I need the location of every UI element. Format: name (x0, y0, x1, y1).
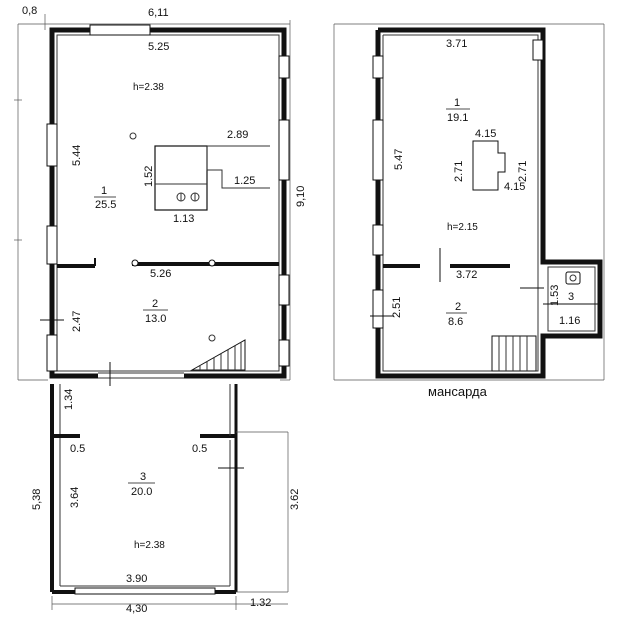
room3-area: 20.0 (131, 486, 152, 498)
attic-floor-plan (333, 23, 605, 381)
attic-window-5 (532, 39, 544, 61)
post-icon (131, 259, 139, 267)
attic-chimney (472, 140, 506, 191)
window-right-1 (278, 55, 290, 79)
window-right-4 (278, 339, 290, 367)
door-opening (98, 372, 128, 380)
wc (543, 266, 600, 332)
attic-room2-area: 8.6 (448, 316, 463, 328)
staircase (190, 339, 246, 371)
attic-staircase (491, 335, 537, 372)
attic-wc-depth-label: 1.53 (549, 285, 561, 306)
room2-area: 13.0 (145, 313, 166, 325)
room1-number: 1 (101, 185, 107, 197)
attic-top-width-label: 3.71 (446, 38, 467, 50)
attic-stove-right-label: 2.71 (517, 161, 529, 182)
veranda-left-jamb-label: 0.5 (70, 443, 85, 455)
veranda-outer-depth-label: 5,38 (31, 489, 43, 510)
attic-height-mark: h=2.15 (447, 222, 478, 233)
veranda-side-depth-label: 3.62 (289, 489, 301, 510)
room2-number: 2 (152, 298, 158, 310)
post-icon (208, 259, 216, 267)
attic-wc-number: 3 (568, 291, 574, 303)
attic-room2-depth-label: 2.51 (391, 297, 403, 318)
veranda-outer-width-label: 4,30 (126, 603, 147, 615)
window-right-2 (278, 119, 290, 181)
stove-width-label: 2.89 (227, 129, 248, 141)
overall-depth-label: 9,10 (295, 186, 307, 207)
attic-outer-wall (375, 27, 603, 379)
lamp-icon (129, 132, 137, 140)
height-mark-1: h=2.38 (133, 82, 164, 93)
room2-depth-label: 2.47 (71, 311, 83, 332)
stove-step-label: 1.25 (234, 175, 255, 187)
attic-room1-area: 19.1 (447, 112, 468, 124)
window-right-3 (278, 274, 290, 306)
window-left-1 (46, 123, 58, 167)
veranda-passage-label: 1.34 (63, 389, 75, 410)
attic-wc-area: 1.16 (559, 315, 580, 327)
attic-stove-width-top-label: 4.15 (475, 128, 496, 140)
stove (154, 145, 270, 211)
veranda (50, 384, 289, 610)
house-inner-wall-line (56, 34, 280, 372)
toilet-icon (565, 271, 581, 285)
room1-depth-label: 5.44 (71, 145, 83, 166)
outer-top-width-label: 6,11 (148, 7, 169, 19)
veranda-right-jamb-label: 0.5 (192, 443, 207, 455)
attic-window-4 (372, 289, 384, 329)
toilet-bowl-icon (569, 274, 577, 282)
room3-number: 3 (140, 471, 146, 483)
attic-stove-left-label: 2.71 (453, 161, 465, 182)
inner-top-width-label: 5.25 (148, 41, 169, 53)
height-mark-2: h=2.38 (134, 540, 165, 551)
lamp-icon (208, 334, 216, 342)
corner-offset-label: 0,8 (22, 5, 37, 17)
window-top (89, 24, 151, 36)
attic-window-1 (372, 55, 384, 79)
attic-room1-number: 1 (454, 97, 460, 109)
attic-caption: мансарда (428, 384, 488, 399)
window-left-3 (46, 334, 58, 372)
stove-front-label: 1.13 (173, 213, 194, 225)
attic-partition-width-label: 3.72 (456, 269, 477, 281)
stove-depth-label: 1.52 (143, 166, 155, 187)
attic-room2-number: 2 (455, 301, 461, 313)
attic-room1-depth-label: 5.47 (393, 149, 405, 170)
veranda-side-width-label: 1.32 (250, 597, 271, 609)
window-left-2 (46, 225, 58, 265)
attic-window-2 (372, 119, 384, 181)
attic-stove-width-bottom-label: 4.15 (504, 181, 525, 193)
veranda-depth-label: 3.64 (69, 487, 81, 508)
room1-area: 25.5 (95, 199, 116, 211)
ground-floor-plan (14, 14, 291, 610)
partition-width-label: 5.26 (150, 268, 171, 280)
veranda-inner-width-label: 3.90 (126, 573, 147, 585)
attic-window-3 (372, 224, 384, 256)
